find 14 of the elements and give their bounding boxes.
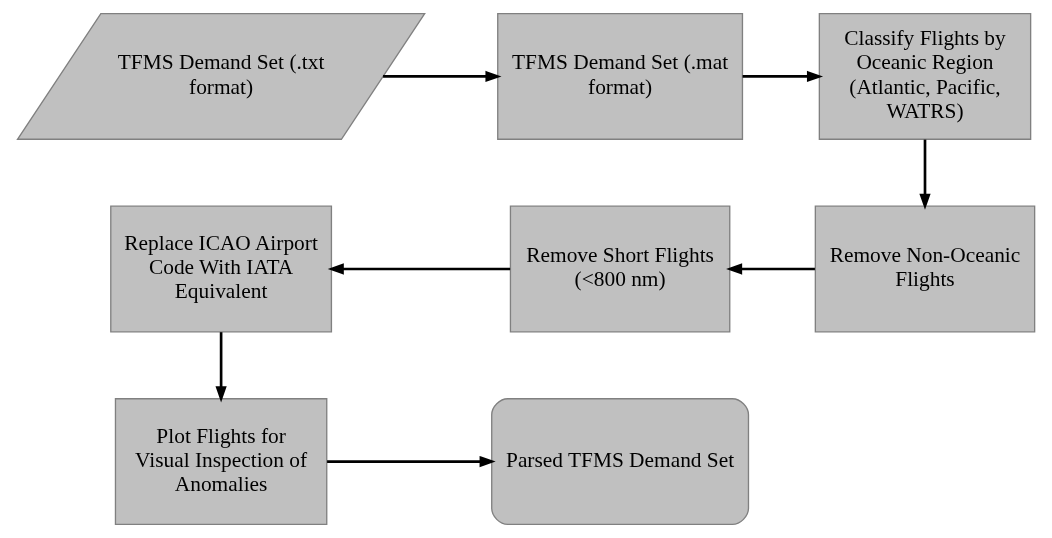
- node-box: Plot Flights for Visual Inspection of Anomalies: [114, 398, 328, 526]
- arrow: [742, 70, 824, 83]
- node-box: TFMS Demand Set (.mat format): [497, 12, 744, 140]
- arrow: [327, 455, 496, 468]
- arrow: [215, 332, 227, 403]
- node-box: Remove Non-Oceanic Flights: [814, 205, 1036, 333]
- arrow: [383, 70, 502, 83]
- arrow: [327, 263, 511, 275]
- node-box: Remove Short Flights (<800 nm): [509, 205, 731, 333]
- node-box: Replace ICAO Airport Code With IATA Equivalent: [110, 205, 333, 333]
- arrow: [726, 263, 815, 275]
- arrow: [919, 139, 931, 210]
- node-box: Classify Flights by Oceanic Region (Atlantic, Pacific, WATRS): [818, 12, 1032, 140]
- node-box: Parsed TFMS Demand Set: [491, 398, 750, 526]
